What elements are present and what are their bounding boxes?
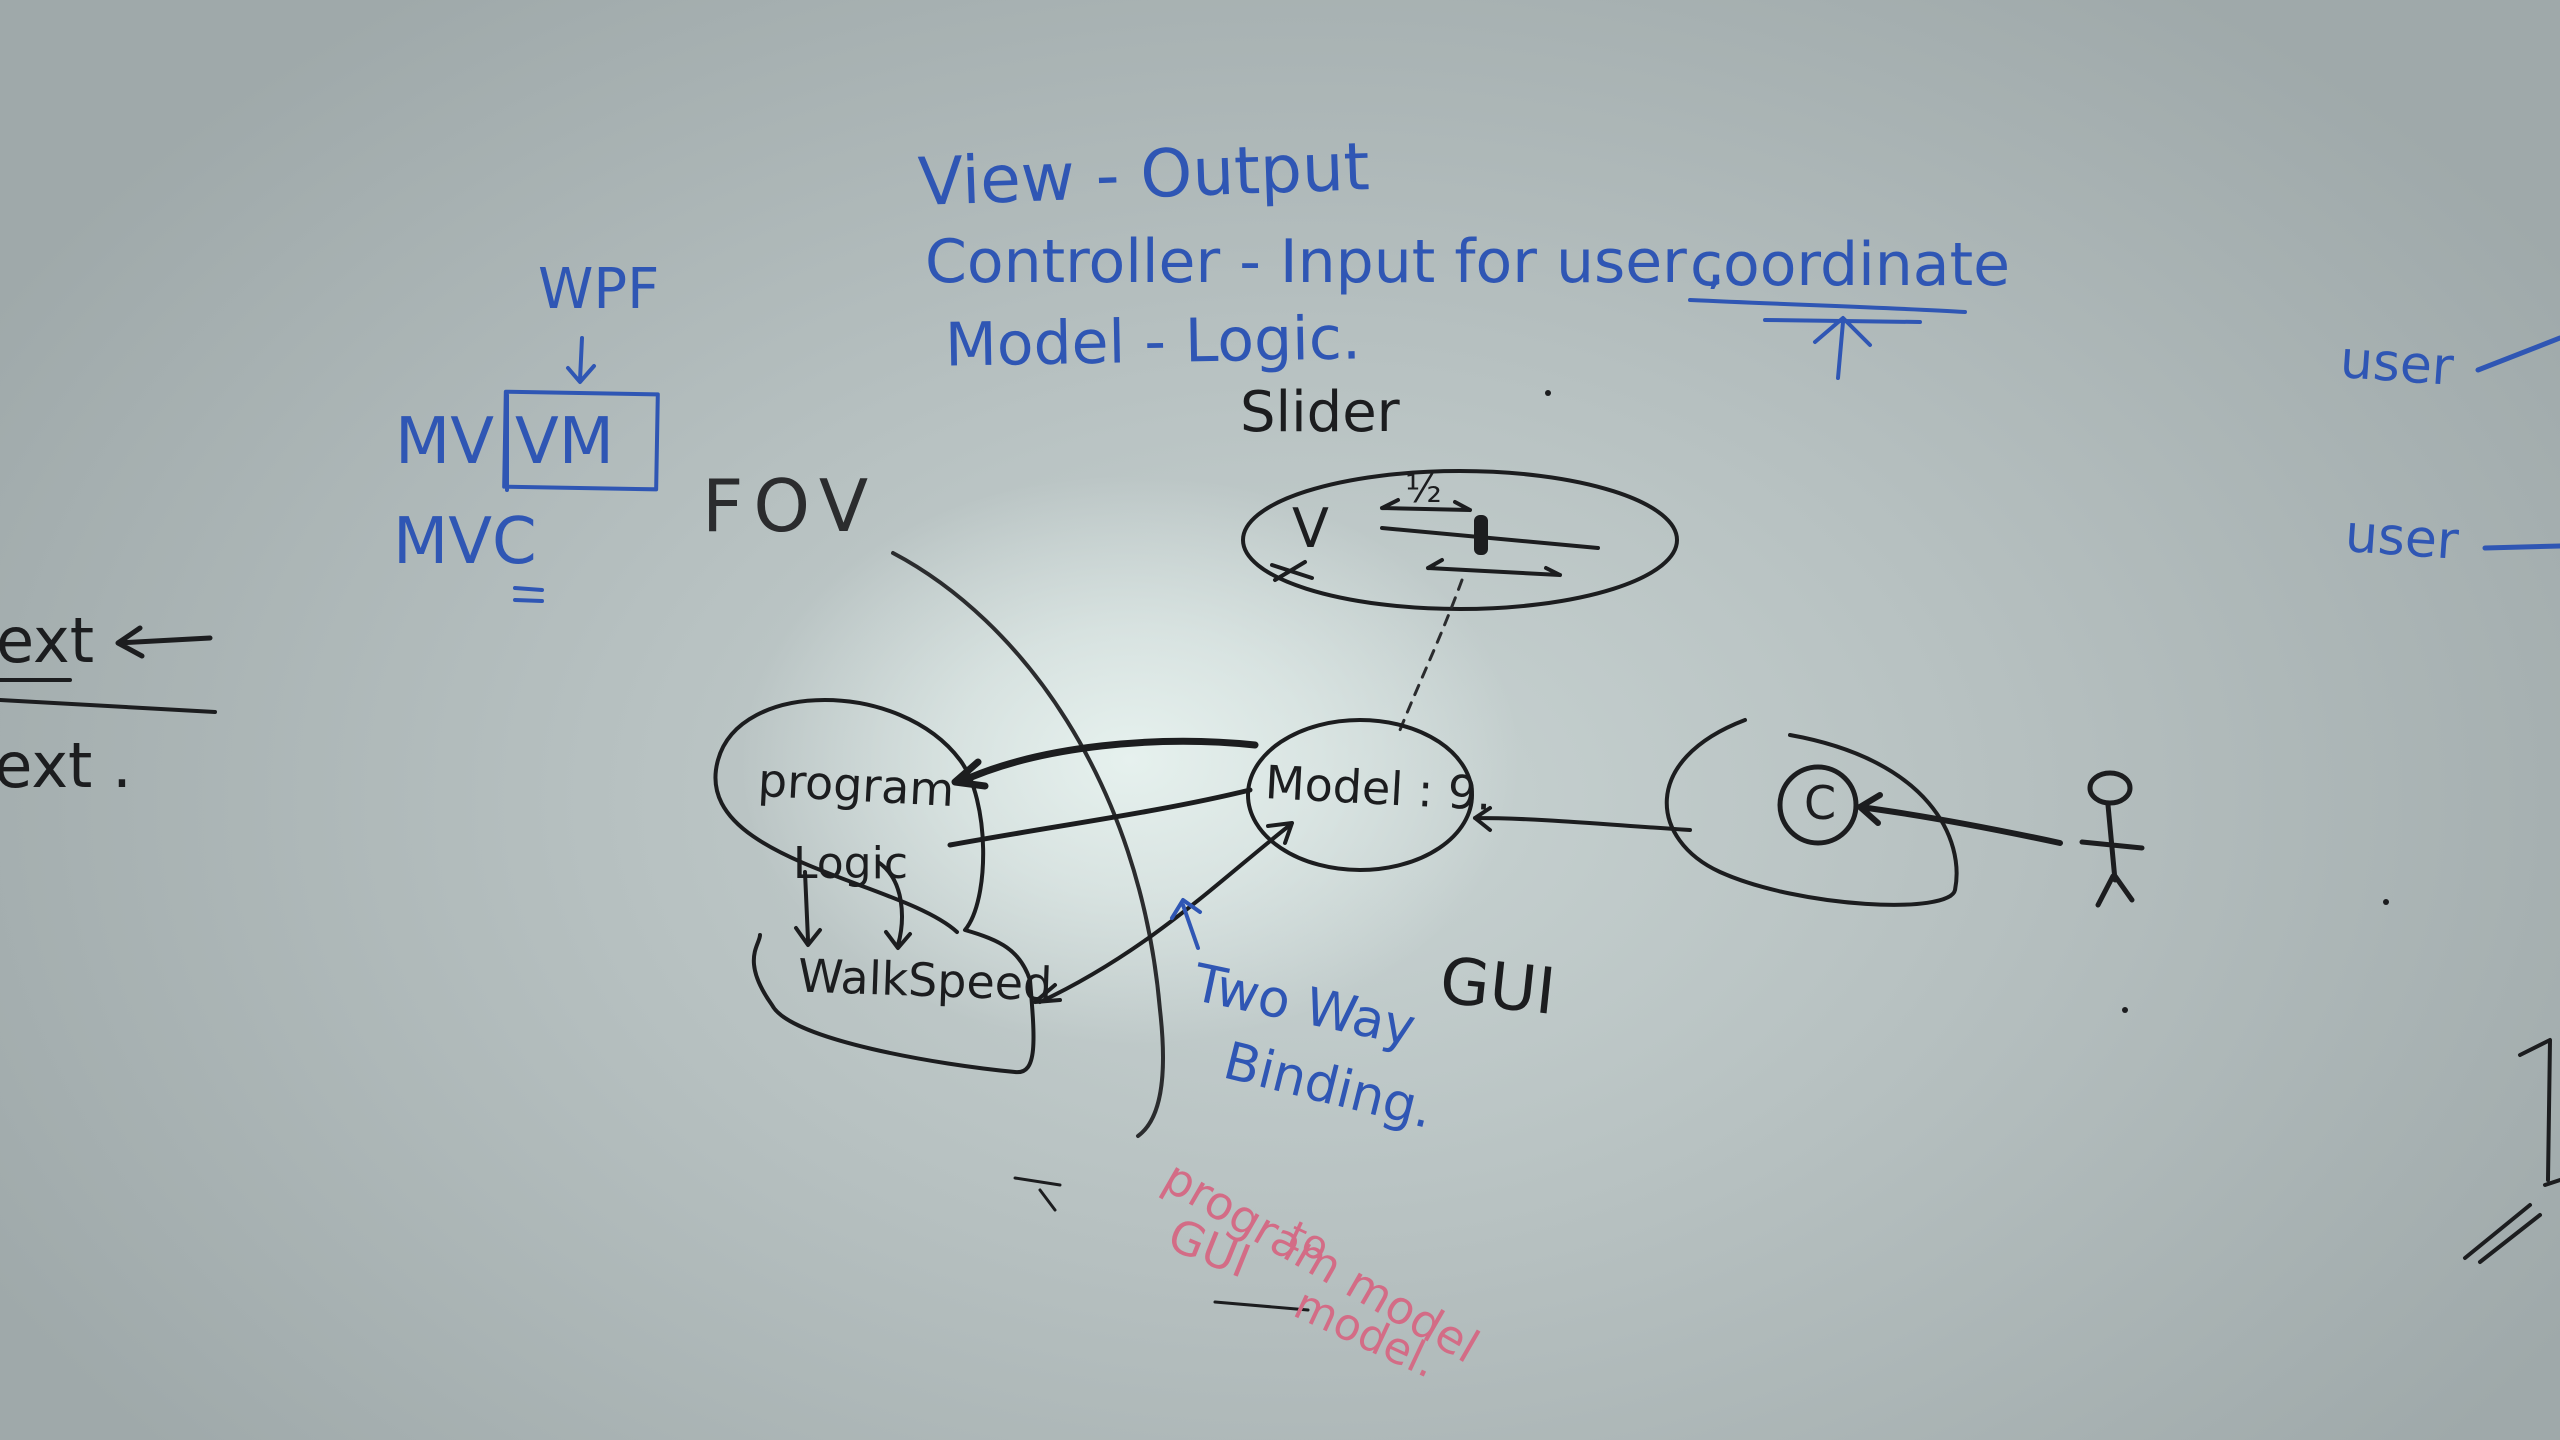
- stray-mark-1: [1013, 1176, 1062, 1212]
- label-fov: FOV: [702, 464, 879, 548]
- note-view-output: View - Output: [916, 128, 1371, 221]
- note-coordinate: coordinate: [1690, 230, 2011, 300]
- pink-underline: [1213, 1300, 1310, 1312]
- walkspeed-arrowhead: [1033, 983, 1062, 1004]
- dot-mark-3: [1545, 390, 1551, 396]
- note-controller-input: Controller - Input for user ,: [925, 227, 1725, 297]
- note-text-arrow: ext: [0, 604, 95, 677]
- dot-mark-2: [2122, 1007, 2128, 1013]
- slider-bottom-arrow: [1426, 558, 1562, 577]
- label-slider: Slider: [1240, 380, 1400, 445]
- note-user-2: user: [2343, 504, 2461, 572]
- two-way-binding-arrow: [1170, 898, 1202, 950]
- user-line-2: [2482, 543, 2560, 551]
- gui-model-ellipse: [1246, 718, 1474, 872]
- boundary-arc: [891, 551, 1166, 1138]
- label-model-value: Model : 9.: [1263, 755, 1494, 821]
- label-walkspeed: WalkSpeed: [797, 948, 1054, 1012]
- logic-arrow-right: [876, 860, 912, 950]
- program-to-model-line: [947, 787, 1253, 848]
- controller-ellipse: [1664, 718, 1959, 907]
- left-arrow: [115, 625, 213, 659]
- note-vm: VM: [515, 405, 614, 479]
- slider-track: [1380, 526, 1600, 550]
- user-to-controller-arrow: [1857, 792, 2063, 846]
- label-gui: GUI: [1436, 944, 1559, 1030]
- slider-x-mark: [1270, 560, 1314, 582]
- coordinate-underline: [1688, 298, 1967, 314]
- program-logic-blob: [713, 698, 1036, 1075]
- note-mv: MV: [395, 405, 494, 479]
- coordinate-up-arrow: [1813, 316, 1872, 380]
- model-arrowhead-top: [1266, 821, 1294, 845]
- label-logic: Logic: [793, 838, 909, 889]
- mvc-underline: [513, 586, 544, 603]
- controller-to-model-arrow: [1473, 806, 1692, 832]
- dot-mark-1: [2383, 899, 2389, 905]
- user-line-1: [2475, 335, 2560, 373]
- note-user-1: user: [2338, 330, 2456, 398]
- coordinate-underline-2: [1763, 318, 1922, 324]
- model-to-program-arrowhead: [951, 758, 989, 790]
- label-slider-fraction: ½: [1405, 467, 1442, 511]
- note-wpf: WPF: [538, 257, 660, 322]
- note-mvc: MVC: [393, 505, 537, 579]
- note-model-logic: Model - Logic.: [944, 303, 1362, 381]
- slider-knob: [1474, 515, 1488, 555]
- label-controller-c: C: [1804, 776, 1837, 830]
- wpf-down-arrow: [566, 336, 596, 384]
- logic-arrow-left: [794, 870, 822, 947]
- slider-view-ellipse: [1241, 469, 1679, 611]
- model-to-program-arrow: [956, 737, 1259, 786]
- controller-circle: [1777, 764, 1859, 846]
- label-program: program: [756, 752, 956, 818]
- label-slider-v: V: [1292, 497, 1329, 560]
- left-underline: [0, 678, 217, 714]
- walkspeed-to-model-arrow: [1038, 823, 1292, 1004]
- slider-model-dashed-link: [1396, 578, 1464, 737]
- edge-partial-figure: [2463, 1038, 2560, 1264]
- stick-figure-user: [2079, 770, 2145, 908]
- slider-top-arrow: [1380, 498, 1472, 512]
